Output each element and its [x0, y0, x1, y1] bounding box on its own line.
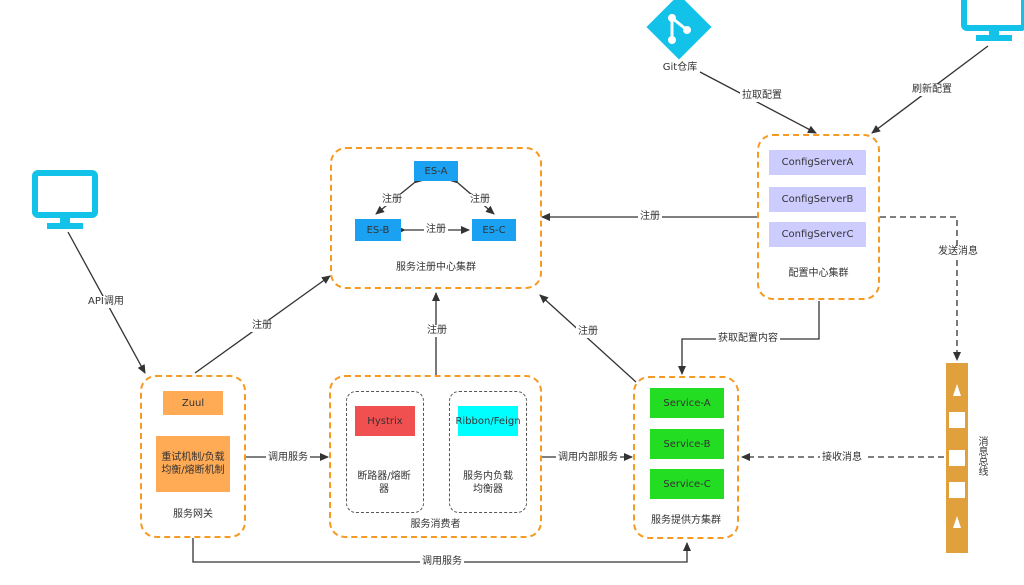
monitor-icon — [961, 0, 1024, 41]
git-repo-icon — [646, 0, 712, 60]
gateway-caption: 服务网关 — [173, 509, 213, 520]
config-caption: 配置中心集群 — [788, 268, 849, 279]
es-ab-label: 注册 — [380, 194, 404, 206]
provider-register-edge — [539, 294, 637, 383]
bus-label: 消息总线 — [976, 436, 987, 476]
es-bc-label: 注册 — [424, 224, 448, 236]
receive-message-label: 接收消息 — [820, 452, 864, 464]
consumer-cluster — [329, 375, 542, 538]
config-server-a-node: ConfigServerA — [769, 150, 866, 175]
ribbon-caption: 服务内负载均衡器 — [463, 471, 513, 495]
provider-register-label: 注册 — [576, 326, 600, 338]
service-a-node: Service-A — [650, 388, 724, 418]
hystrix-caption: 断路器/熔断器 — [357, 471, 411, 495]
config-cluster — [757, 134, 880, 300]
hystrix-group — [346, 391, 424, 513]
provider-cluster — [633, 376, 739, 539]
monitor-icon — [32, 170, 98, 229]
bottom-call-service-label: 调用服务 — [420, 556, 464, 568]
registry-cluster — [330, 147, 542, 289]
git-label: Git仓库 — [662, 62, 698, 73]
service-b-node: Service-B — [650, 429, 724, 459]
api-call-label: API调用 — [86, 296, 126, 308]
fetch-config-label: 获取配置内容 — [716, 333, 780, 345]
consumer-register-label: 注册 — [425, 325, 449, 337]
ribbon-node: Ribbon/Feign — [455, 406, 521, 436]
config-server-c-node: ConfigServerC — [769, 222, 866, 247]
service-c-node: Service-C — [650, 469, 724, 499]
config-register-label: 注册 — [638, 211, 662, 223]
es-b-node: ES-B — [355, 219, 401, 241]
ribbon-group — [449, 391, 527, 513]
message-bus — [946, 363, 968, 553]
consumer-caption: 服务消费者 — [410, 519, 461, 530]
refresh-config-label: 刷新配置 — [910, 84, 954, 96]
gateway-register-label: 注册 — [250, 320, 274, 332]
gateway-cluster — [140, 375, 246, 538]
es-c-node: ES-C — [472, 219, 516, 241]
consumer-to-provider-label: 调用内部服务 — [556, 452, 620, 464]
registry-caption: 服务注册中心集群 — [396, 262, 476, 273]
mechanism-node: 重试机制/负载均衡/熔断机制 — [156, 436, 230, 492]
provider-caption: 服务提供方集群 — [651, 515, 721, 526]
gateway-to-consumer-label: 调用服务 — [266, 452, 310, 464]
pull-config-label: 拉取配置 — [740, 90, 784, 102]
config-server-b-node: ConfigServerB — [769, 187, 866, 212]
es-a-node: ES-A — [414, 161, 458, 181]
send-message-label: 发送消息 — [936, 246, 980, 258]
send-message-edge — [880, 216, 961, 361]
zuul-node: Zuul — [163, 391, 223, 415]
es-ac-label: 注册 — [468, 194, 492, 206]
pull-config-edge — [699, 71, 817, 134]
hystrix-node: Hystrix — [355, 406, 415, 436]
